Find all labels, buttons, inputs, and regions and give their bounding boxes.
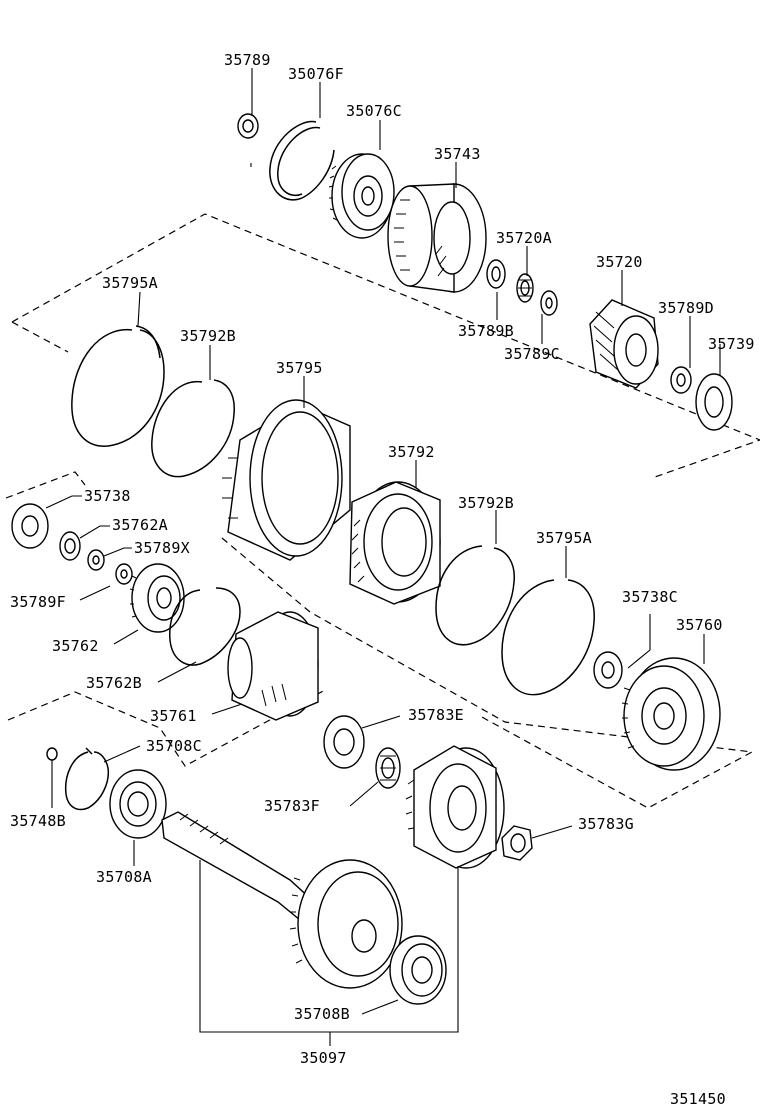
label-35783G: 35783G (578, 815, 634, 833)
group-outline-middle (5, 471, 754, 809)
label-35789C: 35789C (504, 345, 560, 363)
snap-ring-35795A-upper (71, 325, 165, 447)
label-35792B-right: 35792B (458, 494, 514, 512)
label-35792B-upper: 35792B (180, 327, 236, 345)
label-35097: 35097 (300, 1049, 347, 1067)
label-35720: 35720 (596, 253, 643, 271)
washer-35789X (87, 549, 105, 571)
label-35720A: 35720A (496, 229, 552, 247)
label-35792: 35792 (388, 443, 435, 461)
gear-assembly-35760 (621, 657, 721, 771)
snap-ring-35792B-upper (151, 379, 235, 478)
bearing-35783F (375, 747, 401, 789)
sun-gear-35762 (129, 563, 185, 633)
part-labels: 35789 35076F 35076C 35743 35720A 35720 3… (10, 51, 755, 1108)
label-35795A-right: 35795A (536, 529, 592, 547)
label-35762: 35762 (52, 637, 99, 655)
gear-35783-large (405, 745, 505, 869)
clutch-drum-35795 (222, 399, 351, 561)
label-35795A-upper: 35795A (102, 274, 158, 292)
label-35795: 35795 (276, 359, 323, 377)
snap-ring-35795A-right (501, 579, 595, 696)
label-35076F: 35076F (288, 65, 344, 83)
label-35789D: 35789D (658, 299, 714, 317)
thrust-plate-35739 (695, 373, 733, 431)
bearing-35783E (323, 715, 365, 769)
snap-ring-35748B (46, 747, 58, 761)
label-35783E: 35783E (408, 706, 464, 724)
nut-35783G (501, 825, 533, 861)
gear-35076C (328, 153, 395, 239)
bearing-35708B (389, 935, 447, 1005)
bearing-35720A (516, 273, 534, 303)
planetary-carrier-35720 (589, 299, 659, 389)
snap-ring-35792B-right (435, 545, 515, 646)
thrust-plate-35738 (11, 503, 49, 549)
label-35738: 35738 (84, 487, 131, 505)
label-35708A: 35708A (96, 868, 152, 886)
label-35760: 35760 (676, 616, 723, 634)
leader-lines (45, 68, 721, 1046)
washer-35789F (115, 563, 133, 585)
drum-35743 (387, 183, 487, 293)
snap-ring-35076F (269, 120, 335, 201)
shaft-35097 (161, 811, 403, 989)
bearing-35762A (59, 531, 81, 561)
label-35762A: 35762A (112, 516, 168, 534)
snap-ring-35762B (169, 587, 241, 666)
label-35076C: 35076C (346, 102, 402, 120)
snap-ring-35708C (64, 747, 110, 811)
label-35743: 35743 (434, 145, 481, 163)
label-35748B: 35748B (10, 812, 66, 830)
washer-35789D (670, 366, 692, 394)
washer-35789B (486, 259, 506, 289)
label-35789B: 35789B (458, 322, 514, 340)
label-35738C: 35738C (622, 588, 678, 606)
label-35789X: 35789X (134, 539, 190, 557)
label-35789: 35789 (224, 51, 271, 69)
label-35739: 35739 (708, 335, 755, 353)
bearing-35708A (109, 769, 167, 839)
clutch-hub-35792 (349, 481, 441, 605)
label-35762B: 35762B (86, 674, 142, 692)
label-35789F: 35789F (10, 593, 66, 611)
thrust-plate-35738C (593, 651, 623, 689)
washer-35789 (237, 113, 259, 167)
diagram-id: 351450 (670, 1090, 726, 1108)
label-35708B: 35708B (294, 1005, 350, 1023)
washer-35789C (540, 290, 558, 316)
label-35708C: 35708C (146, 737, 202, 755)
label-35761: 35761 (150, 707, 197, 725)
label-35783F: 35783F (264, 797, 320, 815)
hub-35761 (227, 611, 319, 721)
group-outline-upper (11, 213, 760, 479)
group-outline-lower-left (7, 689, 326, 767)
